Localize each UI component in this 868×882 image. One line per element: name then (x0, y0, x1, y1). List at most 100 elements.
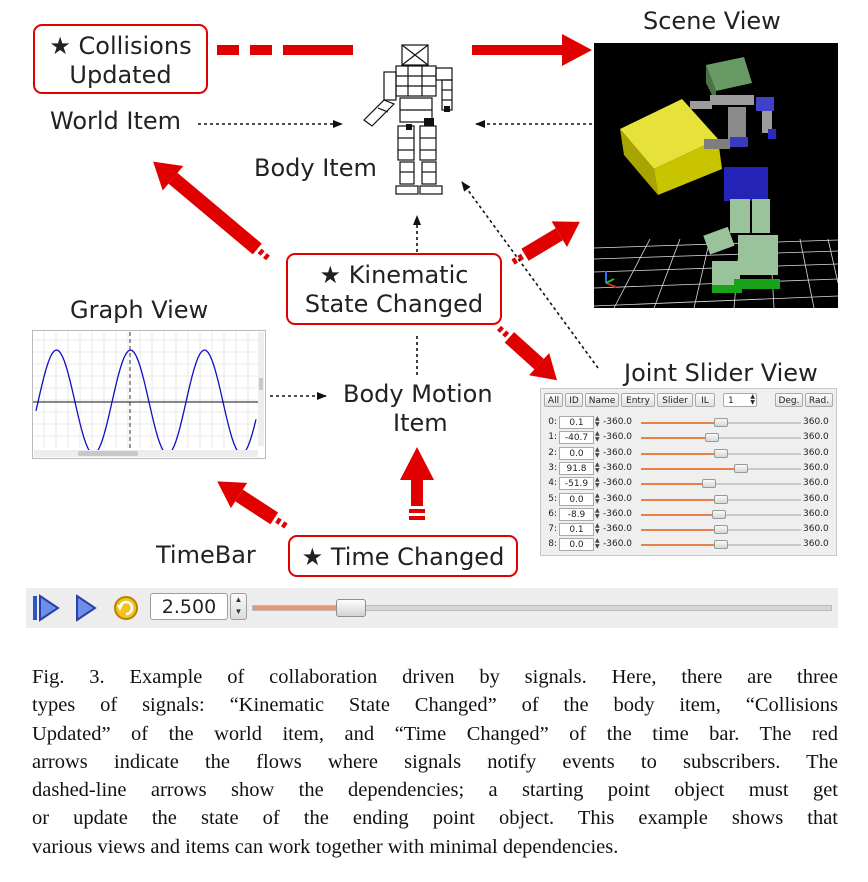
count-spinbox[interactable]: 1 ▲▼ (723, 393, 757, 407)
scene-view-viewport[interactable] (594, 43, 838, 308)
joint-min-label: -360.0 (603, 539, 633, 550)
red-arrow-kinematic-to-scene (511, 221, 580, 265)
joint-index: 0: (548, 417, 557, 427)
caption-line: or update the state of the ending point … (32, 807, 838, 830)
joint-min-label: -360.0 (603, 417, 633, 427)
red-arrow-time-to-graph (217, 481, 288, 529)
graph-horizontal-scroll-thumb[interactable] (78, 451, 138, 456)
refresh-icon[interactable] (110, 592, 142, 624)
joint-value-field[interactable]: 0.0 (559, 446, 594, 460)
play-from-start-icon[interactable] (30, 592, 62, 624)
joint-slider-track[interactable] (641, 463, 801, 473)
tab-all[interactable]: All (544, 393, 563, 407)
joint-slider-fill (641, 437, 712, 440)
world-item-label: World Item (50, 107, 182, 135)
signal-kinematic-line1: ★ Kinematic (319, 261, 469, 289)
joint-spin-arrows-icon[interactable]: ▲▼ (595, 430, 600, 444)
joint-max-label: 360.0 (803, 447, 829, 458)
count-spin-arrows-icon[interactable]: ▲▼ (750, 393, 755, 406)
joint-max-label: 360.0 (803, 432, 829, 443)
signal-kinematic-line2: State Changed (304, 289, 484, 318)
joint-min-label: -360.0 (603, 462, 633, 473)
signal-time-changed-text: ★ Time Changed (301, 543, 505, 571)
arrows-layer (153, 34, 599, 529)
joint-value-field[interactable]: 91.8 (559, 461, 594, 475)
joint-spin-arrows-icon[interactable]: ▲▼ (595, 522, 600, 536)
figure-caption: Fig. 3. Example of collaboration driven … (32, 663, 838, 861)
dashed-arrow-joint-to-body (461, 181, 599, 369)
joint-slider-knob[interactable] (714, 540, 728, 550)
joint-slider-panel: All ID Name Entry Slider IL 1 ▲▼ Deg. Rad… (540, 388, 837, 556)
joint-slider-knob[interactable] (702, 479, 717, 489)
joint-slider-knob[interactable] (704, 433, 719, 443)
joint-spin-arrows-icon[interactable]: ▲▼ (595, 537, 600, 551)
tab-id[interactable]: ID (565, 393, 583, 407)
joint-slider-knob[interactable] (712, 509, 727, 519)
joint-index: 4: (548, 478, 557, 489)
joint-slider-fill (641, 422, 722, 424)
graph-grid (34, 332, 258, 448)
axis-gizmo-icon (605, 271, 617, 288)
joint-slider-fill (641, 467, 742, 470)
red-arrow-time-to-motion (400, 447, 434, 520)
joint-spin-arrows-icon[interactable]: ▲▼ (595, 491, 600, 505)
joint-spin-arrows-icon[interactable]: ▲▼ (595, 506, 600, 520)
joint-slider-track[interactable] (641, 525, 801, 535)
joint-slider-knob[interactable] (714, 418, 729, 427)
joint-index: 1: (548, 432, 557, 443)
time-slider-knob[interactable] (336, 599, 367, 617)
joint-slider-fill (641, 513, 720, 516)
timebar-label: TimeBar (156, 541, 256, 569)
joint-value-field[interactable]: 0.1 (559, 416, 594, 429)
graph-vertical-scroll-thumb[interactable] (259, 378, 263, 390)
joint-spin-arrows-icon[interactable]: ▲▼ (595, 460, 600, 474)
joint-min-label: -360.0 (603, 524, 633, 535)
deg-button[interactable]: Deg. (775, 393, 803, 407)
joint-max-label: 360.0 (803, 417, 829, 427)
count-value: 1 (728, 396, 734, 406)
red-arrow-collisions-to-scene (217, 34, 592, 66)
tab-name[interactable]: Name (585, 393, 619, 407)
body-motion-item-label-line2: Item (393, 409, 448, 437)
joint-slider-knob[interactable] (714, 525, 729, 535)
tab-slider[interactable]: Slider (657, 393, 693, 407)
time-spin-arrows-icon[interactable]: ▲▼ (230, 593, 247, 620)
joint-value-field[interactable]: -51.9 (559, 477, 594, 491)
time-slider-track[interactable] (252, 599, 832, 617)
joint-value-field[interactable]: -8.9 (559, 507, 594, 521)
joint-slider-track[interactable] (641, 540, 801, 550)
rad-button[interactable]: Rad. (805, 393, 833, 407)
robot-dark-joints (406, 106, 450, 130)
tab-entry[interactable]: Entry (621, 393, 655, 407)
joint-spin-arrows-icon[interactable]: ▲▼ (595, 445, 600, 459)
joint-value-field[interactable]: 0.1 (559, 523, 594, 537)
time-value-field[interactable]: 2.500 (150, 593, 228, 620)
joint-slider-track[interactable] (641, 418, 801, 427)
joint-spin-arrows-icon[interactable]: ▲▼ (595, 476, 600, 490)
signal-collisions-line1: ★ Collisions (49, 32, 192, 60)
caption-line: Fig. 3. Example of collaboration driven … (32, 666, 838, 688)
joint-max-label: 360.0 (803, 462, 829, 473)
joint-slider-track[interactable] (641, 433, 801, 443)
tab-il[interactable]: IL (695, 393, 715, 407)
graph-horizontal-scrollbar[interactable] (34, 450, 258, 457)
joint-value-field[interactable]: -40.7 (559, 431, 594, 445)
joint-slider-track[interactable] (641, 479, 801, 489)
joint-slider-track[interactable] (641, 494, 801, 504)
graph-view-plot[interactable] (32, 330, 266, 459)
joint-index: 8: (548, 539, 557, 550)
joint-slider-track[interactable] (641, 448, 801, 458)
joint-slider-knob[interactable] (714, 448, 728, 458)
joint-slider-fill (641, 544, 721, 547)
joint-slider-knob[interactable] (734, 463, 749, 473)
joint-spin-arrows-icon[interactable]: ▲▼ (595, 415, 600, 428)
graph-wave-series (35, 349, 257, 455)
play-icon[interactable] (72, 592, 100, 624)
joint-slider-knob[interactable] (714, 494, 728, 504)
joint-slider-track[interactable] (641, 509, 801, 519)
joint-value-field[interactable]: 0.0 (559, 492, 594, 506)
joint-value-field[interactable]: 0.0 (559, 538, 594, 552)
